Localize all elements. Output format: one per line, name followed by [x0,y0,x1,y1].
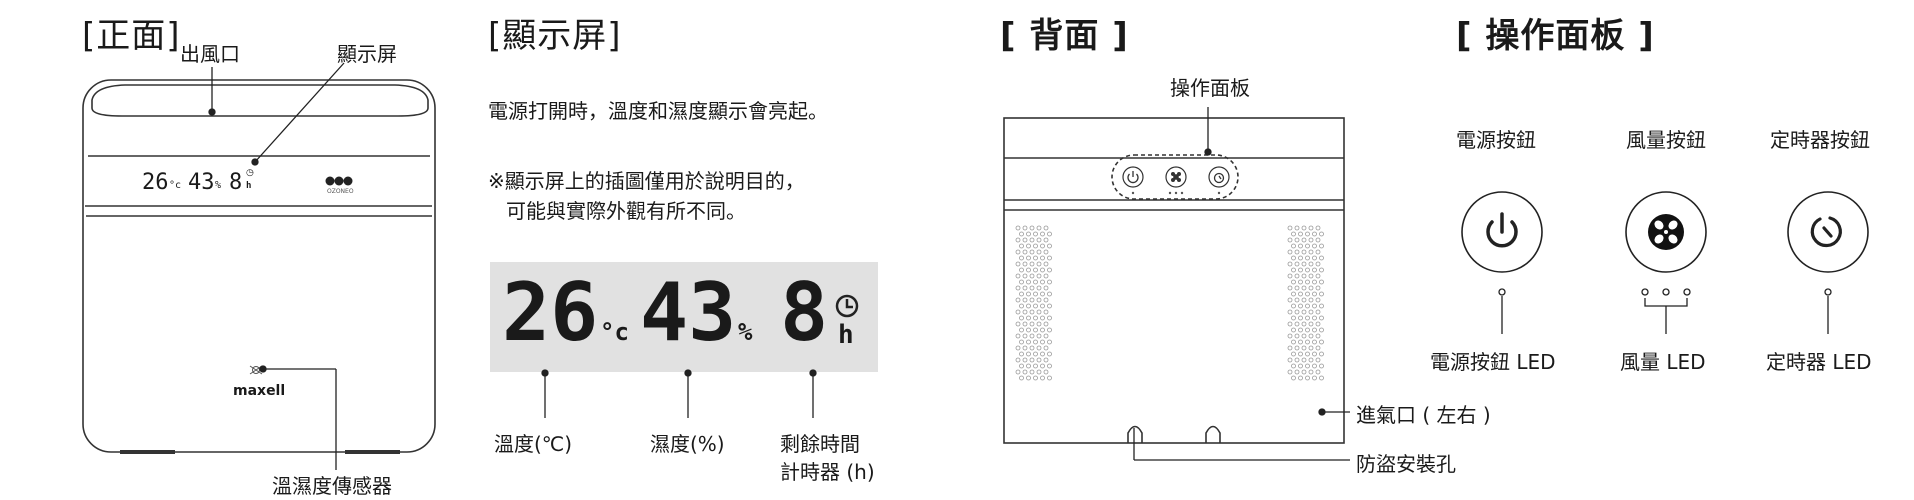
mini-time-value: 8 [229,170,243,195]
display-title: [顯示屏] [488,16,622,56]
back-title: [ 背面 ] [1000,16,1129,56]
timer-label-line2: 計時器 (h) [780,460,875,484]
big-time-unit: h [838,320,854,350]
mini-hum-value: 43 [188,170,215,195]
power-led-label: 電源按鈕 LED [1430,350,1556,374]
ozoneo-text: OZONEO [327,188,354,195]
front-device [82,79,436,454]
display-label: 顯示屏 [337,42,397,66]
display-disclaimer-line2: 可能與實際外觀有所不同。 [506,199,746,223]
mini-time-unit: h [246,181,252,191]
fan-button-label: 風量按鈕 [1626,128,1706,152]
big-hum-value: 43 [640,266,737,359]
panel-power-button [1461,191,1543,334]
back-panel-outline [1111,154,1239,200]
display-panel [490,262,878,372]
back-led-dots [1131,191,1221,195]
timer-button-label: 定時器按鈕 [1770,128,1870,152]
outlet-label: 出風口 [180,42,240,66]
panel-fan-button [1625,191,1707,334]
panel-timer-button [1787,191,1869,334]
panel-power-icon [1486,220,1518,248]
intake-label: 進氣口 ( 左右 ) [1356,403,1491,427]
ozoneo-logo-icon [325,176,353,186]
big-temp-unit: °c [600,318,629,346]
big-clock-icon [835,294,859,318]
temp-label: 溫度(℃) [494,432,573,456]
intake-vent-right [1287,225,1324,381]
sensor-label: 溫濕度傳感器 [272,474,392,498]
panel-title: [ 操作面板 ] [1456,16,1655,56]
display-note: 電源打開時，溫度和濕度顯示會亮起。 [488,99,828,123]
brand-logo: maxell [233,383,286,399]
display-disclaimer-line1: ※顯示屏上的插圖僅用於說明目的， [488,169,805,193]
mini-clock-icon: ◷ [246,168,254,178]
big-temp-value: 26 [502,266,599,359]
back-leader-lines [1133,107,1350,461]
panel-pointer-label: 操作面板 [1170,76,1250,100]
antitheft-label: 防盜安裝孔 [1356,452,1456,476]
panel-timer-icon [1810,216,1842,248]
mini-temp-value: 26 [142,170,169,195]
display-leader-lines [541,369,817,418]
intake-vent-left [1015,225,1052,381]
big-hum-unit: % [738,318,753,346]
big-time-value: 8 [780,266,829,359]
back-mini-icons [1127,171,1225,184]
front-leader-lines [208,62,345,470]
mini-hum-unit: % [215,180,222,191]
timer-label-line1: 剩餘時間 [780,432,860,456]
fan-led-label: 風量 LED [1620,350,1706,374]
hum-label: 濕度(%) [650,432,725,456]
front-title: [正面] [82,16,181,56]
power-button-label: 電源按鈕 [1456,128,1536,152]
timer-led-label: 定時器 LED [1766,350,1872,374]
mini-temp-unit: °c [169,180,182,191]
